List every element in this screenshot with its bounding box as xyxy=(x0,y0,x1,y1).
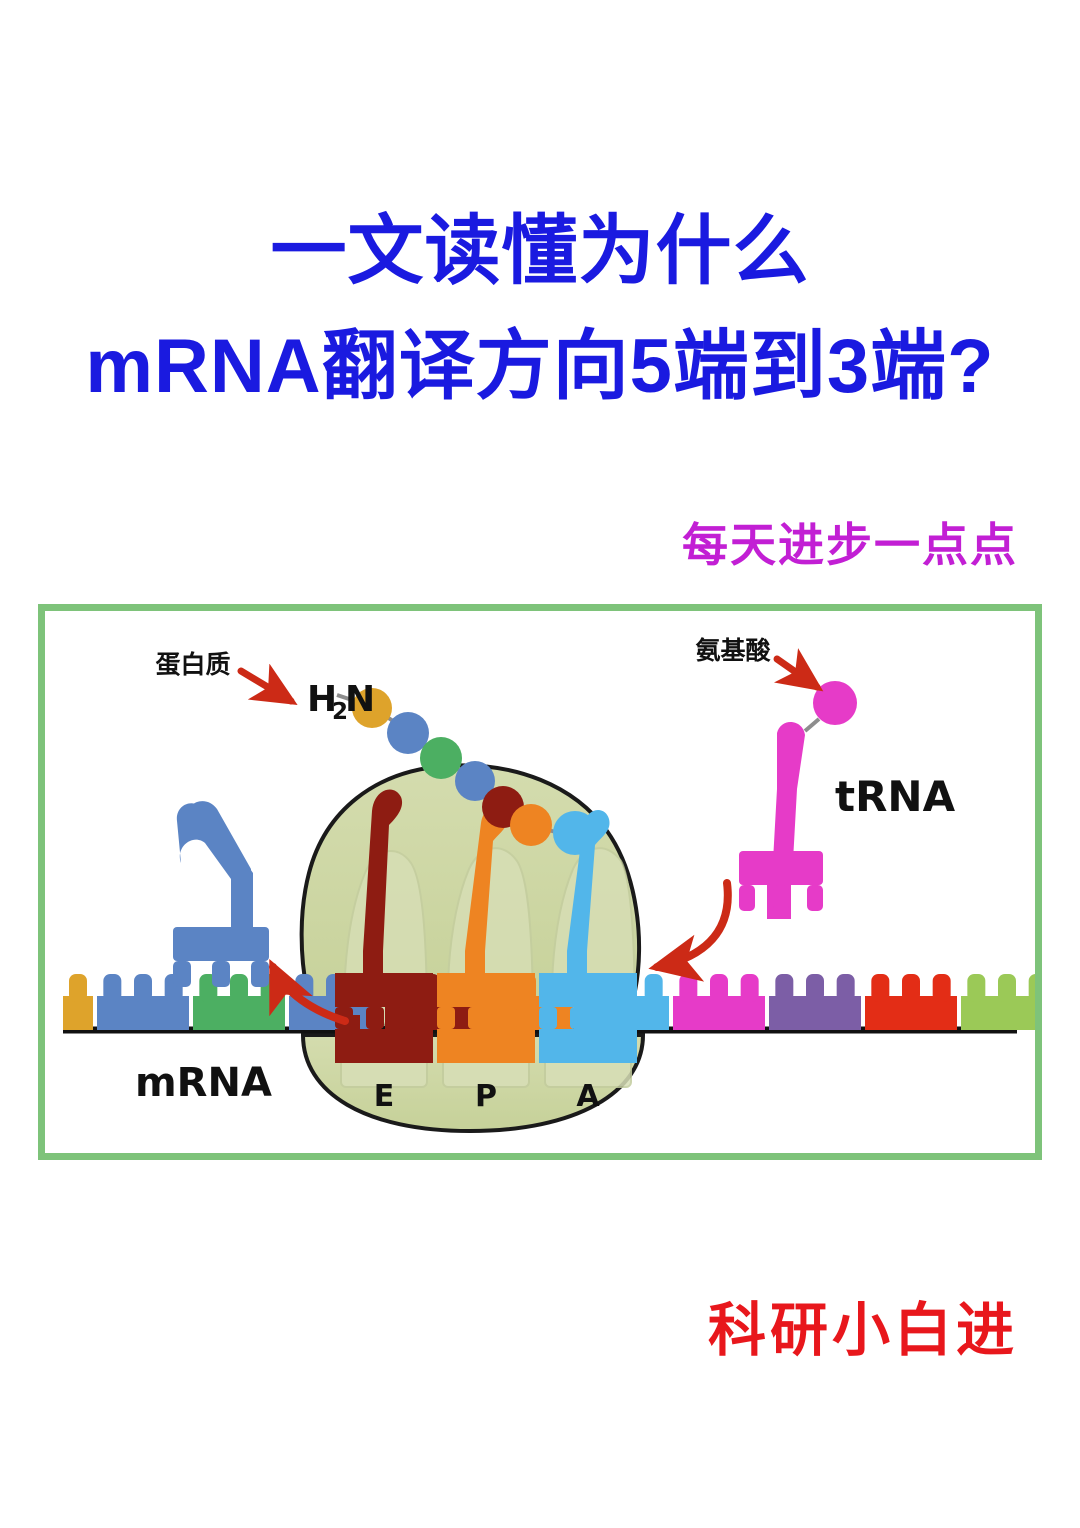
mrna-codon xyxy=(63,974,93,1030)
trna-exiting xyxy=(173,801,269,987)
mrna-codon xyxy=(961,974,1035,1030)
trna-e-site xyxy=(335,789,433,1063)
title-line-1: 一文读懂为什么 xyxy=(270,209,810,294)
trna-a-site xyxy=(539,809,637,1063)
polypeptide-bead xyxy=(420,737,462,779)
mrna-codon xyxy=(769,974,861,1030)
label-h: H xyxy=(307,679,337,720)
label-h-subscript: 2 xyxy=(332,699,348,725)
label-site-e: E xyxy=(374,1079,395,1114)
figure-frame: 蛋白质 H 2 N 氨基酸 tRNA mRNA E P A xyxy=(38,604,1042,1160)
polypeptide-bead xyxy=(553,811,597,855)
amino-acid-bead xyxy=(813,681,857,725)
arrow-trna-exit-icon xyxy=(269,959,349,1025)
title-line-2: mRNA翻译方向5端到3端? xyxy=(85,323,995,409)
page-title: 一文读懂为什么 mRNA翻译方向5端到3端? xyxy=(0,206,1080,413)
polypeptide-chain xyxy=(336,688,597,855)
mrna-codon xyxy=(865,974,957,1030)
mrna-codon xyxy=(193,974,285,1030)
trna-incoming xyxy=(739,681,857,919)
polypeptide-bead xyxy=(387,712,429,754)
arrow-protein-icon xyxy=(237,663,298,705)
mrna-codon xyxy=(97,974,189,1030)
label-amino-terminus: H 2 N xyxy=(307,679,375,725)
label-trna: tRNA xyxy=(835,772,956,821)
signature-watermark: 科研小白进 xyxy=(707,1296,1018,1364)
label-amino-acid: 氨基酸 xyxy=(695,636,771,665)
trna-p-site xyxy=(437,805,535,1063)
mrna-codon xyxy=(673,974,765,1030)
label-site-a: A xyxy=(576,1079,600,1114)
polypeptide-bead xyxy=(510,804,552,846)
polypeptide-bead xyxy=(455,761,495,801)
polypeptide-bead-layer xyxy=(352,688,597,855)
subtitle-slogan: 每天进步一点点 xyxy=(682,519,1018,571)
label-protein: 蛋白质 xyxy=(155,650,230,679)
label-n: N xyxy=(345,679,375,720)
arrow-trna-entry-icon xyxy=(648,879,732,982)
translation-diagram: 蛋白质 H 2 N 氨基酸 tRNA mRNA E P A xyxy=(63,636,1035,1134)
arrow-amino-acid-icon xyxy=(773,648,824,692)
polypeptide-bead xyxy=(352,688,392,728)
figure-inner: 蛋白质 H 2 N 氨基酸 tRNA mRNA E P A xyxy=(45,611,1035,1153)
label-mrna: mRNA xyxy=(135,1060,272,1106)
label-site-p: P xyxy=(475,1079,497,1114)
